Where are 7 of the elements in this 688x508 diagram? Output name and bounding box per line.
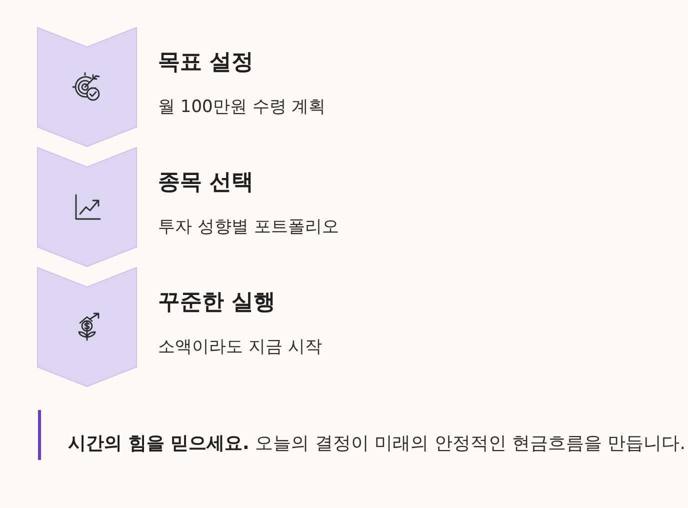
- step-description: 소액이라도 지금 시작: [158, 337, 322, 357]
- step-description: 투자 성향별 포트폴리오: [158, 217, 339, 237]
- step-heading: 목표 설정: [158, 49, 254, 77]
- step-description: 월 100만원 수령 계획: [158, 97, 326, 117]
- step-heading: 종목 선택: [158, 169, 254, 197]
- step-heading: 꾸준한 실행: [158, 289, 276, 317]
- quote-text: 시간의 힘을 믿으세요. 오늘의 결정이 미래의 안정적인 현금흐름을 만듭니다.: [68, 433, 686, 455]
